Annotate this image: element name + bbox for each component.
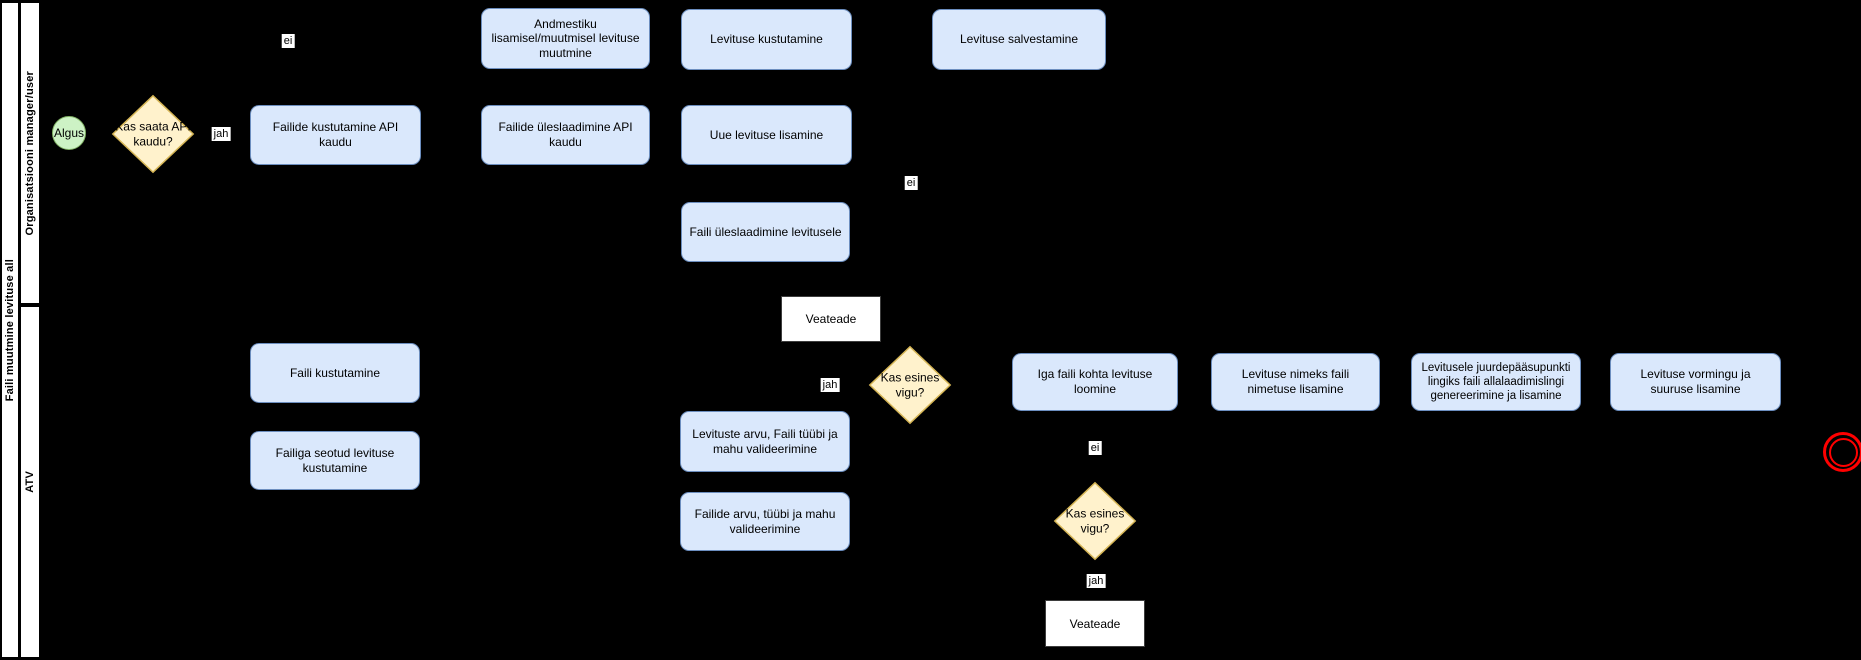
task-label: Failide arvu, tüübi ja mahu valideerimin… — [694, 506, 836, 536]
diamond-shape — [112, 95, 194, 173]
start-event: Algus — [52, 116, 86, 150]
task-label: Andmestiku lisamisel/muutmisel levituse … — [491, 16, 640, 60]
task-label: Faili üleslaadimine levitusele — [689, 224, 842, 239]
task-levituste-arvu-valideerimine: Levituste arvu, Faili tüübi ja mahu vali… — [680, 411, 850, 472]
end-event-inner-ring — [1828, 437, 1858, 467]
lane-header-atv: ATV — [20, 306, 40, 658]
diamond-shape — [1054, 482, 1136, 560]
task-uue-levituse-lisamine: Uue levituse lisamine — [681, 105, 852, 165]
task-juurdepaasupunkti-link: Levitusele juurdepääsupunkti lingiks fai… — [1411, 353, 1581, 411]
task-iga-faili-kohta-levituse-loomine: Iga faili kohta levituse loomine — [1012, 353, 1178, 411]
edge-label-jah-3: jah — [1086, 574, 1106, 588]
lane-label-manager-user: Organisatsiooni manager/user — [24, 70, 36, 236]
task-failide-arvu-valideerimine: Failide arvu, tüübi ja mahu valideerimin… — [680, 492, 850, 551]
end-event — [1823, 432, 1861, 472]
message-veateade-2: Veateade — [1045, 600, 1145, 647]
edge-label-ei-1: ei — [281, 34, 295, 48]
task-label: Levituste arvu, Faili tüübi ja mahu vali… — [692, 426, 838, 456]
task-label: Failiga seotud levituse kustutamine — [275, 445, 395, 475]
edge-label-ei-2: ei — [904, 176, 918, 190]
gateway-kas-esines-vigu-2: Kas esines vigu? — [1054, 482, 1136, 560]
task-faili-kustutamine: Faili kustutamine — [250, 343, 420, 403]
task-label: Levituse salvestamine — [959, 32, 1079, 47]
gateway-label: Kas esines vigu? — [1065, 506, 1125, 535]
task-label: Levituse kustutamine — [710, 32, 823, 47]
gateway-kas-saata-api: Kas saata API kaudu? — [112, 95, 194, 173]
task-failiga-seotud-levituse-kustutamine: Failiga seotud levituse kustutamine — [250, 431, 420, 490]
task-faili-yleslaadimine-levitusele: Faili üleslaadimine levitusele — [681, 202, 850, 262]
task-levituse-salvestamine: Levituse salvestamine — [932, 9, 1106, 70]
pool-header: Faili muutmine levituse all — [1, 2, 19, 658]
task-label: Levituse nimeks faili nimetuse lisamine — [1241, 367, 1350, 396]
task-failide-yleslaadimine-api: Failide üleslaadimine API kaudu — [481, 105, 650, 165]
task-label: Failide kustutamine API kaudu — [272, 120, 399, 149]
diamond-shape — [869, 346, 951, 424]
gateway-label: Kas esines vigu? — [880, 370, 940, 399]
task-label: Levitusele juurdepääsupunkti lingiks fai… — [1421, 361, 1571, 402]
message-label: Veateade — [1069, 616, 1121, 631]
edge-label-jah-1: jah — [211, 127, 231, 141]
lane-label-atv: ATV — [24, 471, 36, 493]
task-levituse-kustutamine: Levituse kustutamine — [681, 9, 852, 70]
gateway-label: Kas saata API kaudu? — [115, 119, 191, 148]
task-label: Uue levituse lisamine — [709, 127, 824, 142]
pool-title: Faili muutmine levituse all — [4, 258, 16, 402]
task-andmestiku-muutmine: Andmestiku lisamisel/muutmisel levituse … — [481, 8, 650, 69]
task-levituse-nimeks-lisamine: Levituse nimeks faili nimetuse lisamine — [1211, 353, 1380, 411]
edge-label-ei-3: ei — [1088, 441, 1102, 455]
task-label: Iga faili kohta levituse loomine — [1037, 367, 1153, 396]
message-label: Veateade — [805, 312, 857, 326]
lane-header-manager-user: Organisatsiooni manager/user — [20, 2, 40, 304]
start-event-label: Algus — [53, 126, 85, 140]
task-label: Faili kustutamine — [289, 365, 381, 380]
task-failide-kustutamine-api: Failide kustutamine API kaudu — [250, 105, 421, 165]
task-label: Levituse vormingu ja suuruse lisamine — [1640, 367, 1751, 396]
task-levituse-vormingu-lisamine: Levituse vormingu ja suuruse lisamine — [1610, 353, 1781, 411]
task-label: Failide üleslaadimine API kaudu — [498, 120, 633, 149]
message-veateade-1: Veateade — [781, 296, 881, 342]
edge-label-jah-2: jah — [820, 378, 840, 392]
gateway-kas-esines-vigu-1: Kas esines vigu? — [869, 346, 951, 424]
